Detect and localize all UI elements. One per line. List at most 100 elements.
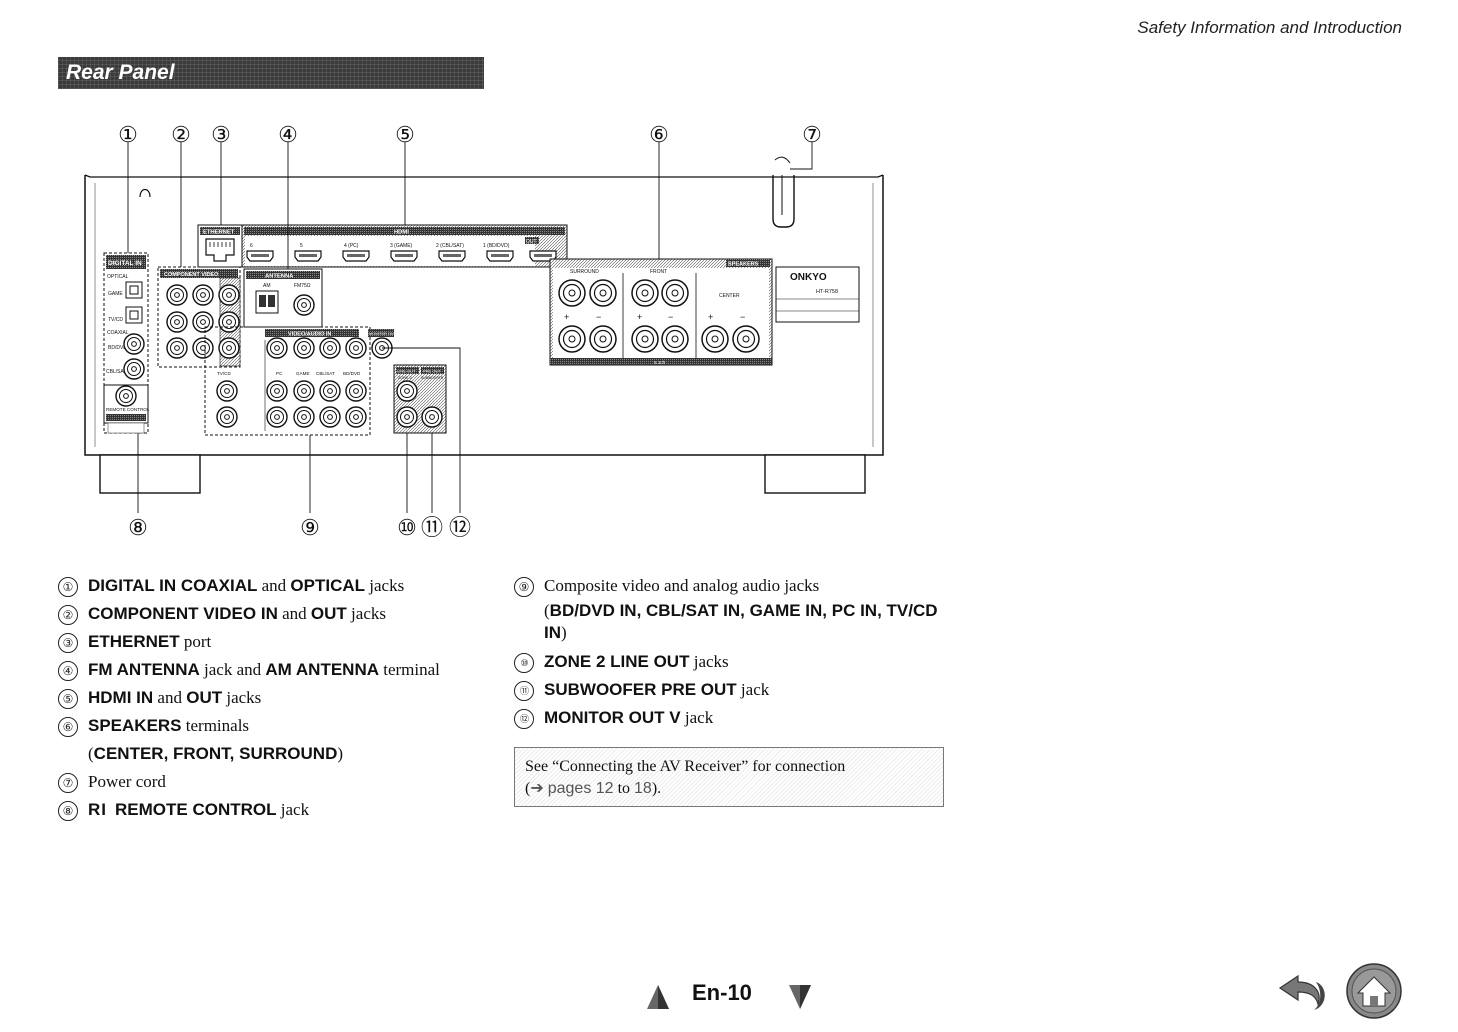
label-digital-in: DIGITAL IN bbox=[108, 260, 142, 267]
model-number: HT-R758 bbox=[816, 289, 838, 295]
legend-item-1: ① DIGITAL IN COAXIAL and OPTICAL jacks bbox=[58, 572, 498, 600]
legend-text: HDMI IN and OUT jacks bbox=[88, 688, 262, 707]
legend-item-5: ⑤ HDMI IN and OUT jacks bbox=[58, 684, 498, 712]
pages-link[interactable]: pages 12 bbox=[547, 780, 614, 797]
page-footer: En-10 bbox=[640, 978, 820, 1018]
legend-number: ⑫ bbox=[514, 709, 534, 729]
page-end-link[interactable]: 18 bbox=[634, 780, 652, 797]
label-fm: FM75Ω bbox=[294, 283, 311, 289]
note-line-1: See “Connecting the AV Receiver” for con… bbox=[525, 758, 846, 775]
label-pre-out: PRE OUT bbox=[423, 369, 441, 374]
legend-item-6: ⑥ SPEAKERS terminals bbox=[58, 712, 498, 740]
callout-8: ⑧ bbox=[128, 515, 148, 540]
legend-number: ⑨ bbox=[514, 577, 534, 597]
legend-text: ZONE 2 LINE OUT jacks bbox=[544, 652, 729, 671]
legend-number: ⑩ bbox=[514, 653, 534, 673]
label-monitor-out: MONITOR OUT bbox=[369, 332, 397, 336]
svg-text:+: + bbox=[564, 312, 569, 322]
note-line-2: (➔ pages 12 to 18). bbox=[525, 780, 662, 797]
legend-item-12: ⑫ MONITOR OUT V jack bbox=[514, 704, 954, 732]
label-antenna: ANTENNA bbox=[265, 274, 294, 280]
label-component-video: COMPONENT VIDEO bbox=[164, 272, 219, 278]
legend-item-9-continuation: (BD/DVD IN, CBL/SAT IN, GAME IN, PC IN, … bbox=[544, 601, 938, 642]
label-remote-control: REMOTE CONTROL bbox=[106, 407, 150, 412]
next-page-icon[interactable] bbox=[788, 984, 812, 1010]
svg-text:+: + bbox=[637, 312, 642, 322]
connection-note: See “Connecting the AV Receiver” for con… bbox=[514, 747, 944, 807]
label-subwoofer: SUBWOOFER bbox=[421, 376, 444, 380]
callout-4: ④ bbox=[278, 122, 298, 147]
hdmi-in-2-label: 2 (CBL/SAT) bbox=[436, 243, 464, 249]
legend-number: ② bbox=[58, 605, 78, 625]
arrow-icon: ➔ bbox=[530, 780, 544, 797]
hdmi-in-5-label: 5 bbox=[300, 243, 303, 249]
label-game: GAME bbox=[108, 291, 123, 297]
legend-item-9: ⑨ Composite video and analog audio jacks bbox=[514, 572, 954, 600]
svg-text:−: − bbox=[740, 312, 745, 322]
legend-number: ⑤ bbox=[58, 689, 78, 709]
label-surround: SURROUND bbox=[570, 269, 599, 275]
legend-item-11: ⑪ SUBWOOFER PRE OUT jack bbox=[514, 676, 954, 704]
hdmi-out-label: OUT bbox=[526, 239, 537, 245]
callout-10: ⑩ bbox=[397, 515, 417, 540]
remote-interactive-icon: RI bbox=[88, 800, 107, 819]
home-icon[interactable] bbox=[1344, 962, 1404, 1020]
legend-text: DIGITAL IN COAXIAL and OPTICAL jacks bbox=[88, 576, 405, 595]
hdmi-in-3-label: 3 (GAME) bbox=[390, 243, 413, 249]
label-line-out: LINE OUT bbox=[397, 369, 416, 374]
label-zone2: ZONE 2 bbox=[398, 376, 412, 380]
va-col-bd-dvd: BD/DVD bbox=[343, 371, 361, 376]
legend-item-7: ⑦ Power cord bbox=[58, 768, 498, 796]
legend-number: ④ bbox=[58, 661, 78, 681]
page-number: En-10 bbox=[692, 980, 752, 1005]
callout-6: ⑥ bbox=[649, 122, 669, 147]
callout-9: ⑨ bbox=[300, 515, 320, 540]
section-title-bar: Rear Panel bbox=[58, 57, 484, 89]
label-am: AM bbox=[263, 283, 271, 289]
legend-item-10: ⑩ ZONE 2 LINE OUT jacks bbox=[514, 648, 954, 676]
legend-item-2: ② COMPONENT VIDEO IN and OUT jacks bbox=[58, 600, 498, 628]
label-front: FRONT bbox=[650, 269, 667, 275]
va-col-cbl-sat: CBL/SAT bbox=[316, 371, 335, 376]
legend-left: ① DIGITAL IN COAXIAL and OPTICAL jacks ②… bbox=[58, 572, 498, 824]
label-speakers: SPEAKERS bbox=[728, 262, 759, 268]
label-video-audio-in: VIDEO/AUDIO IN bbox=[288, 332, 331, 338]
callout-3: ③ bbox=[211, 122, 231, 147]
va-col-tv-cd: TV/CD bbox=[217, 371, 231, 376]
previous-page-icon[interactable] bbox=[646, 984, 670, 1010]
back-icon[interactable] bbox=[1276, 968, 1332, 1016]
section-title: Rear Panel bbox=[66, 61, 175, 84]
label-hdmi: HDMI bbox=[394, 230, 409, 236]
rear-panel-illustration: DIGITAL IN OPTICAL GAME TV/CD COAXIAL BD… bbox=[84, 122, 884, 540]
legend-text: SPEAKERS terminals bbox=[88, 716, 250, 735]
svg-text:−: − bbox=[596, 312, 601, 322]
callout-1: ① bbox=[118, 122, 138, 147]
hdmi-in-1-label: 1 (BD/DVD) bbox=[483, 243, 510, 249]
label-coax-cbl-sat: CBL/SAT bbox=[106, 369, 126, 375]
legend-number: ⑧ bbox=[58, 801, 78, 821]
legend-text: FM ANTENNA jack and AM ANTENNA terminal bbox=[88, 660, 440, 679]
callout-7: ⑦ bbox=[802, 122, 822, 147]
label-tv-cd: TV/CD bbox=[108, 317, 123, 323]
label-center: CENTER bbox=[719, 293, 740, 299]
legend-text: MONITOR OUT V jack bbox=[544, 708, 714, 727]
legend-right: ⑨ Composite video and analog audio jacks… bbox=[514, 572, 954, 732]
label-ethernet: ETHERNET bbox=[203, 230, 235, 236]
hdmi-in-6-label: 6 bbox=[250, 243, 253, 249]
callout-5: ⑤ bbox=[395, 122, 415, 147]
legend-number: ⑥ bbox=[58, 717, 78, 737]
callout-2: ② bbox=[171, 122, 191, 147]
legend-item-3: ③ ETHERNET port bbox=[58, 628, 498, 656]
rear-panel-diagram: DIGITAL IN OPTICAL GAME TV/CD COAXIAL BD… bbox=[60, 115, 900, 545]
hdmi-in-4-label: 4 (PC) bbox=[344, 243, 359, 249]
label-coax-bd-dvd: BD/DVD bbox=[108, 345, 127, 351]
legend-number: ⑪ bbox=[514, 681, 534, 701]
callout-11: ⑪ bbox=[421, 515, 443, 540]
legend-item-4: ④ FM ANTENNA jack and AM ANTENNA termina… bbox=[58, 656, 498, 684]
running-header: Safety Information and Introduction bbox=[1137, 18, 1402, 37]
callout-12: ⑫ bbox=[449, 515, 471, 540]
legend-text: COMPONENT VIDEO IN and OUT jacks bbox=[88, 604, 386, 623]
legend-text: SUBWOOFER PRE OUT jack bbox=[544, 680, 770, 699]
